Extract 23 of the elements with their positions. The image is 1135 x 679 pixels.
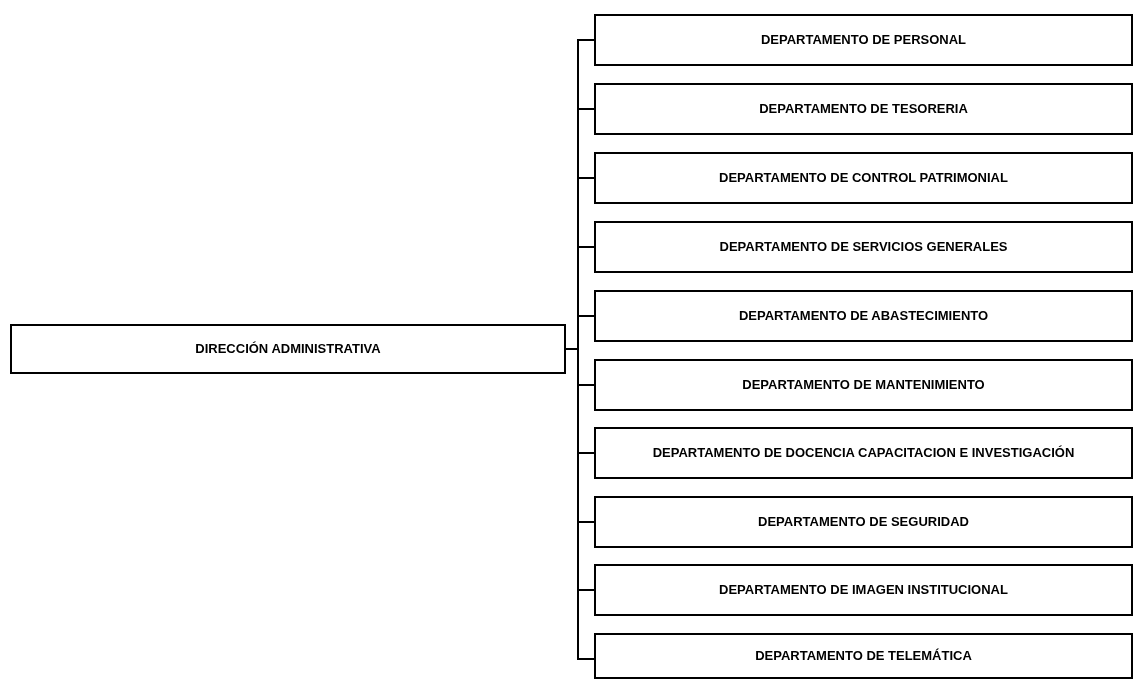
department-box	[594, 633, 1133, 679]
department-box	[594, 359, 1133, 411]
department-box	[594, 496, 1133, 548]
department-box	[594, 14, 1133, 66]
connector-line	[565, 348, 595, 660]
department-name: DIRECCIÓN ADMINISTRATIVA	[194, 341, 382, 357]
department-box	[594, 221, 1133, 273]
department-box	[594, 152, 1133, 204]
department-name: DEPARTAMENTO DE DOCENCIA CAPACITACION E INVESTIGACIÓN	[651, 445, 1076, 461]
department-box	[594, 290, 1133, 342]
department-name: DEPARTAMENTO DE SEGURIDAD	[757, 514, 970, 530]
department-name: DEPARTAMENTO DE SERVICIOS GENERALES	[718, 239, 1009, 255]
department-name: DEPARTAMENTO DE TESORERIA	[758, 101, 969, 117]
department-box	[594, 427, 1133, 479]
department-name: DEPARTAMENTO DE IMAGEN INSTITUCIONAL	[718, 582, 1009, 598]
department-box	[594, 564, 1133, 616]
department-name: DEPARTAMENTO DE ABASTECIMIENTO	[737, 308, 990, 324]
department-box	[594, 83, 1133, 135]
department-name: DEPARTAMENTO DE CONTROL PATRIMONIAL	[718, 170, 1009, 186]
department-name: DEPARTAMENTO DE MANTENIMIENTO	[741, 377, 986, 393]
director-box	[10, 324, 566, 374]
department-name: DEPARTAMENTO DE PERSONAL	[759, 32, 968, 48]
department-name: DEPARTAMENTO DE TELEMÁTICA	[754, 648, 973, 664]
